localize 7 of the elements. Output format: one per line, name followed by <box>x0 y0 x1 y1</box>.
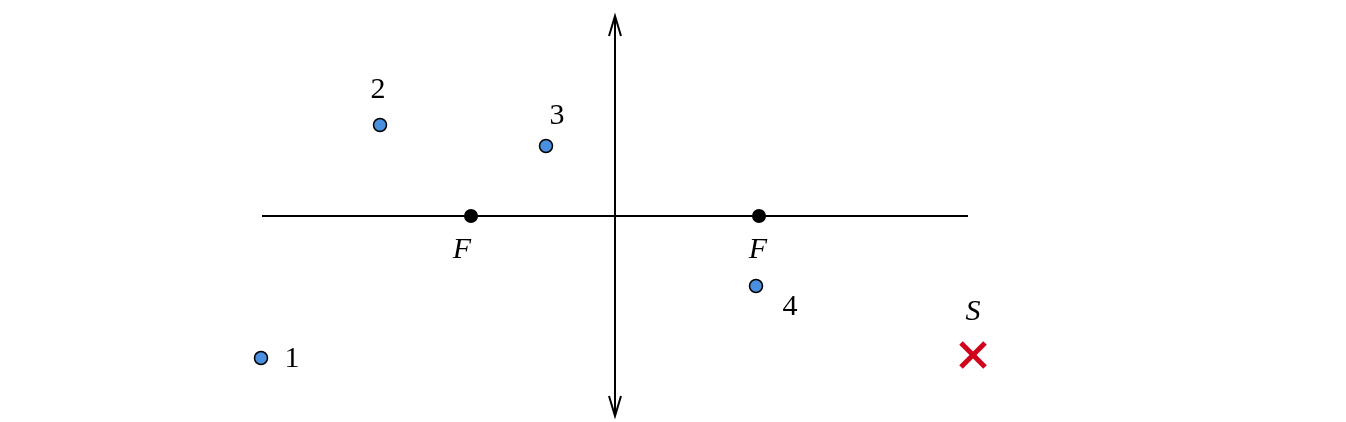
source-label: S <box>965 295 981 325</box>
point-number: 4 <box>782 290 798 320</box>
point-number: 3 <box>549 99 565 129</box>
point-number: 1 <box>284 342 300 372</box>
point-number: 2 <box>370 73 386 103</box>
focal-point-label: F <box>452 233 472 263</box>
focal-point-label: F <box>748 233 768 263</box>
